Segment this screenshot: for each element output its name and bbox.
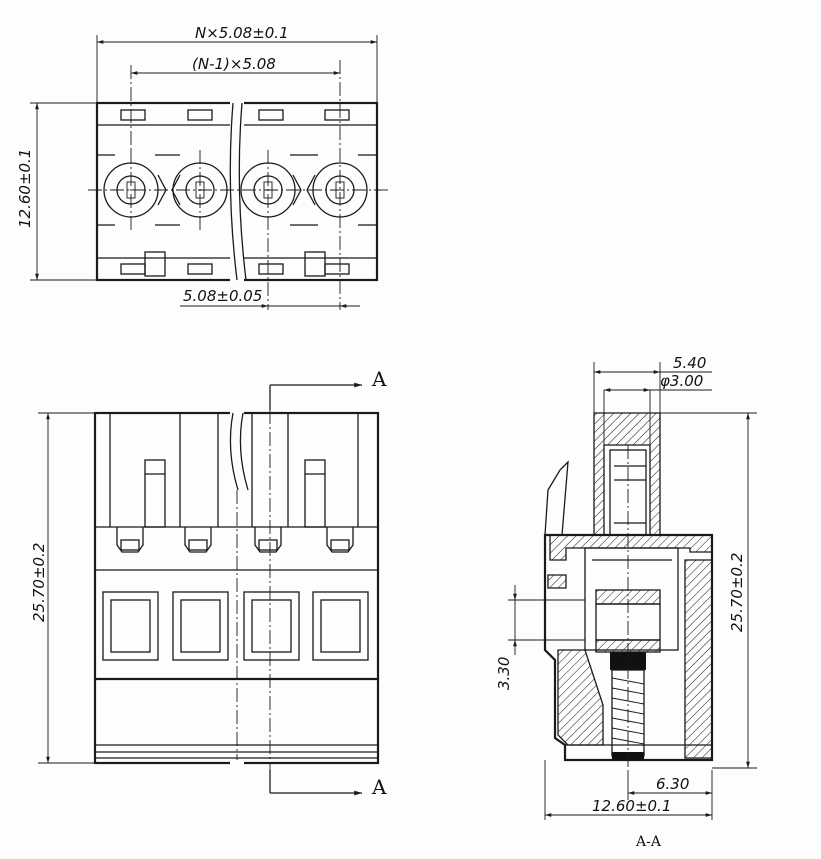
top-view-break-left (229, 102, 238, 281)
section-view: 5.40 φ3.00 25.70±0.2 3.30 6.30 12.60±0.1… (495, 354, 757, 850)
dim-opening: 3.30 (495, 657, 513, 690)
section-title: A-A (635, 834, 662, 850)
bottom-slots (120, 251, 350, 277)
dim-bore: φ3.00 (660, 372, 703, 390)
wire-openings (102, 591, 369, 661)
dim-section-height: 25.70±0.2 (728, 553, 746, 632)
dim-pitch: 5.08±0.05 (183, 287, 262, 305)
wire-entry-clips (116, 527, 354, 553)
section-mark-bottom: A (371, 775, 387, 799)
top-slots (120, 109, 350, 121)
dim-section-width: 12.60±0.1 (592, 797, 671, 815)
top-view-break-right (238, 102, 247, 281)
dim-pitch-span: (N-1)×5.08 (192, 55, 276, 73)
upper-ribs (109, 413, 359, 527)
top-view: N×5.08±0.1 (N-1)×5.08 12.60±0.1 5.08±0.0… (16, 24, 388, 310)
dim-width-top: 5.40 (673, 354, 706, 372)
front-view: 25.70±0.2 A A (30, 367, 387, 799)
dim-overall-width: N×5.08±0.1 (195, 24, 289, 42)
dim-offset: 6.30 (656, 775, 689, 793)
dim-front-height: 25.70±0.2 (30, 543, 48, 622)
section-mark-top: A (371, 367, 387, 391)
dim-top-height: 12.60±0.1 (16, 149, 34, 228)
